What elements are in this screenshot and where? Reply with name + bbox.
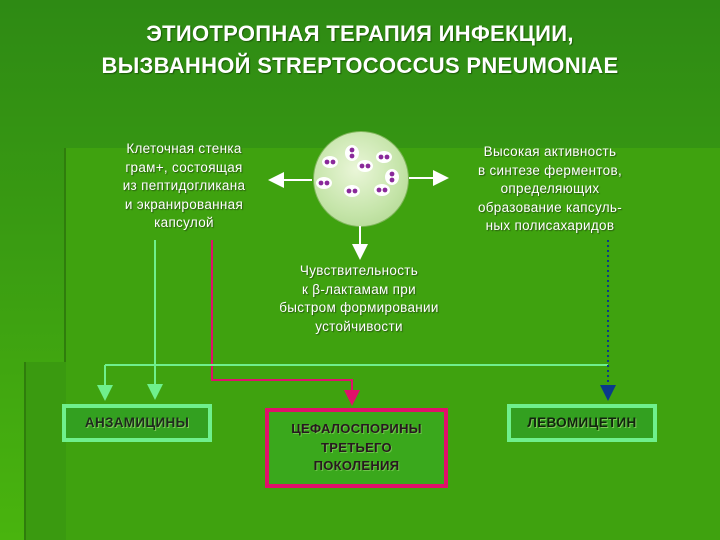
title-line-2: ВЫЗВАННОЙ STREPTOCOCCUS PNEUMONIAE (101, 53, 619, 78)
drug-label-anzamicins: АНЗАМИЦИНЫ (84, 415, 190, 430)
drug-label-levomycetin: ЛЕВОМИЦЕТИН (527, 415, 637, 430)
drug-label-cephalosporins: ЦЕФАЛОСПОРИНЫ ТРЕТЬЕГО ПОКОЛЕНИЯ (291, 421, 422, 474)
title-line-1: ЭТИОТРОПНАЯ ТЕРАПИЯ ИНФЕКЦИИ, (146, 21, 574, 46)
cell-wall-text: Клеточная стенка грам+, состоящая из пеп… (122, 141, 246, 230)
side-decoration (24, 362, 66, 540)
drug-box-cephalosporins: ЦЕФАЛОСПОРИНЫ ТРЕТЬЕГО ПОКОЛЕНИЯ (265, 408, 448, 488)
line-cell-wall-to-cephalosporins (211, 240, 360, 406)
drug-box-anzamicins: АНЗАМИЦИНЫ (62, 404, 212, 442)
drug-box-levomycetin: ЛЕВОМИЦЕТИН (507, 404, 657, 442)
bacteria-cells (316, 145, 399, 197)
beta-lactam-text: Чувствительность к β-лактамам при быстро… (279, 263, 439, 334)
slide-title: ЭТИОТРОПНАЯ ТЕРАПИЯ ИНФЕКЦИИ, ВЫЗВАННОЙ … (0, 18, 720, 82)
enzyme-activity-text: Высокая активность в синтезе ферментов, … (477, 144, 623, 233)
